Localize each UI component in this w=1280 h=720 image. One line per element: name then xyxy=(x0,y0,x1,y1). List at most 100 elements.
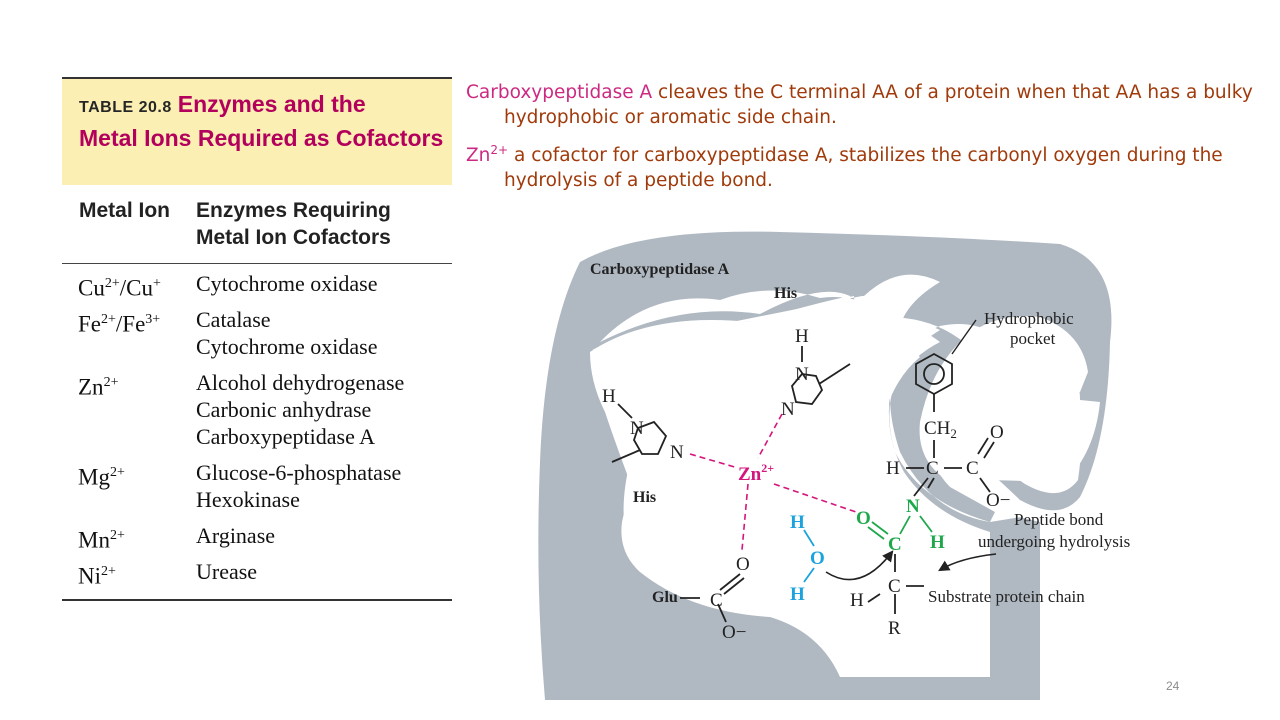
bullet-term-zinc: Zn2+ xyxy=(466,143,509,167)
metal-ion-cell: Fe2+/Fe3+ xyxy=(78,311,161,337)
benzene-ring xyxy=(915,352,953,412)
zinc-ion: Zn2+ xyxy=(738,461,774,485)
hydrophobic-label-2: pocket xyxy=(1010,329,1056,348)
enzyme-name: Cytochrome oxidase xyxy=(196,334,378,359)
enzymes-cell: Arginase xyxy=(196,522,452,549)
active-site-diagram: Carboxypeptidase A His H N N H N N His Z… xyxy=(520,222,1170,700)
hydrophobic-label-1: Hydrophobic xyxy=(984,309,1074,328)
table-row: Mn2+ Arginase xyxy=(62,522,452,553)
his-left-h: H xyxy=(602,386,616,407)
glu-label: Glu xyxy=(652,589,678,606)
substrate-c: C xyxy=(888,576,901,597)
substrate-r: R xyxy=(888,618,901,639)
side-chain-h: H xyxy=(886,458,900,479)
carbonyl-bond xyxy=(867,521,889,540)
bullet-zinc-symbol: Zn xyxy=(466,145,491,167)
glu-o-minus: O− xyxy=(722,622,746,643)
enzyme-name: Hexokinase xyxy=(196,487,300,512)
water-h2: H xyxy=(790,584,805,605)
enzyme-name: Glucose-6-phosphatase xyxy=(196,460,402,485)
ch2: CH2 xyxy=(924,418,957,441)
enzyme-name: Cytochrome oxidase xyxy=(196,271,378,296)
bullet-text-2: a cofactor for carboxypeptidase A, stabi… xyxy=(504,145,1223,192)
table-heading-rest: Metal Ions Required as Cofactors xyxy=(79,125,444,151)
substrate-h: H xyxy=(850,590,864,611)
column-header-metal-ion: Metal Ion xyxy=(79,199,171,222)
table-bottom-divider xyxy=(62,599,452,601)
enzyme-name: Urease xyxy=(196,559,258,584)
enzymes-cell: Urease xyxy=(196,558,452,585)
metal-ion-cell: Cu2+/Cu+ xyxy=(78,275,161,301)
glu-o-top: O xyxy=(736,554,750,575)
bullet-zinc-charge: 2+ xyxy=(490,143,509,157)
carboxyl-o: O xyxy=(990,422,1004,443)
page-number: 24 xyxy=(1166,679,1180,693)
carboxyl-o-minus: O− xyxy=(986,490,1010,511)
water-o: O xyxy=(810,548,825,569)
metal-ion-cell: Zn2+ xyxy=(78,374,119,400)
enzyme-label: Carboxypeptidase A xyxy=(590,261,730,278)
metal-ion-table: TABLE 20.8 Enzymes and the Metal Ions Req… xyxy=(62,77,452,602)
metal-ion-cell: Mn2+ xyxy=(78,527,125,553)
histidine-top xyxy=(791,346,851,405)
metal-ion-cell: Mg2+ xyxy=(78,464,125,490)
header-divider xyxy=(62,263,452,264)
water-bonds xyxy=(803,529,815,583)
side-chain-bonds xyxy=(906,437,995,493)
his-top-h: H xyxy=(795,326,809,347)
substrate-chain-bonds xyxy=(867,477,929,614)
enzyme-name: Carboxypeptidase A xyxy=(196,424,376,449)
peptide-bond-label-2: undergoing hydrolysis xyxy=(978,532,1130,551)
column-header-enzymes: Enzymes Requiring Metal Ion Cofactors xyxy=(196,197,446,251)
bullet-text-1: cleaves the C terminal AA of a protein w… xyxy=(504,82,1253,128)
glu-c: C xyxy=(710,590,723,611)
his-top-n2: N xyxy=(781,399,795,420)
substrate-label: Substrate protein chain xyxy=(928,587,1085,606)
peptide-bonds xyxy=(899,515,933,535)
table-row: Cu2+/Cu+ Cytochrome oxidase xyxy=(62,270,452,301)
peptide-bond-arrow xyxy=(938,553,997,572)
side-chain-c: C xyxy=(926,458,939,479)
enzymes-cell: Cytochrome oxidase xyxy=(196,270,452,297)
peptide-bond-label-1: Peptide bond xyxy=(1014,510,1104,529)
peptide-h: H xyxy=(930,532,945,553)
his-left-n2: N xyxy=(670,442,684,463)
table-label: TABLE 20.8 xyxy=(79,99,172,116)
his-top-n1: N xyxy=(795,364,809,385)
histidine-left xyxy=(611,403,668,463)
bullet-zinc: Zn2+ a cofactor for carboxypeptidase A, … xyxy=(466,138,1280,193)
bullet-carboxypeptidase: Carboxypeptidase A cleaves the C termina… xyxy=(466,80,1280,130)
bullet-term-carboxypeptidase: Carboxypeptidase A xyxy=(466,82,653,103)
carbonyl-c: C xyxy=(888,534,902,555)
his-left-n1: N xyxy=(630,418,644,439)
column-header-enzymes-line1: Enzymes Requiring xyxy=(196,199,391,222)
glutamate-carboxylate xyxy=(680,573,745,623)
zinc-coordination xyxy=(689,413,857,551)
his-label-top: His xyxy=(774,285,797,302)
enzyme-name: Arginase xyxy=(196,523,276,548)
enzyme-name: Alcohol dehydrogenase xyxy=(196,370,405,395)
column-header-enzymes-line2: Metal Ion Cofactors xyxy=(196,226,391,249)
peptide-n: N xyxy=(906,496,920,517)
table-row: Ni2+ Urease xyxy=(62,558,452,589)
carboxyl-c: C xyxy=(966,458,979,479)
enzyme-name: Carbonic anhydrase xyxy=(196,397,372,422)
hydrophobic-pointer xyxy=(951,319,977,355)
carbonyl-o: O xyxy=(856,508,871,529)
table-header: TABLE 20.8 Enzymes and the Metal Ions Req… xyxy=(62,77,452,185)
enzyme-name: Catalase xyxy=(196,307,271,332)
active-site-cavity-core xyxy=(592,296,1082,677)
his-label-left: His xyxy=(633,489,656,506)
water-attack-arrow xyxy=(825,550,894,581)
table-title: TABLE 20.8 Enzymes and the Metal Ions Req… xyxy=(79,89,449,153)
metal-ion-cell: Ni2+ xyxy=(78,563,116,589)
table-heading: Enzymes and the xyxy=(177,91,366,117)
water-h1: H xyxy=(790,512,805,533)
